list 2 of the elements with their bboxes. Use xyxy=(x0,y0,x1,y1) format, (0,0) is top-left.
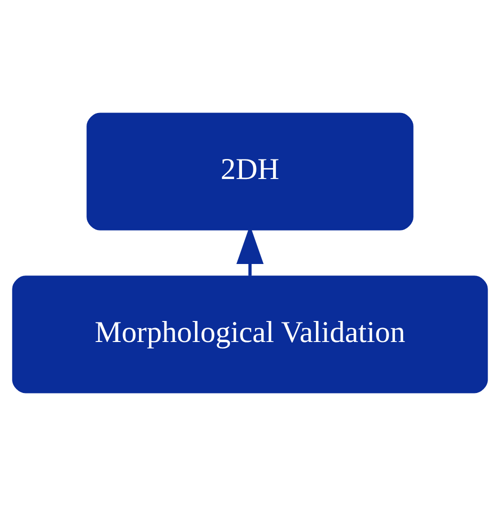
node-box: 2DH xyxy=(86,112,414,230)
node-box: Morphological Validation xyxy=(12,276,488,394)
